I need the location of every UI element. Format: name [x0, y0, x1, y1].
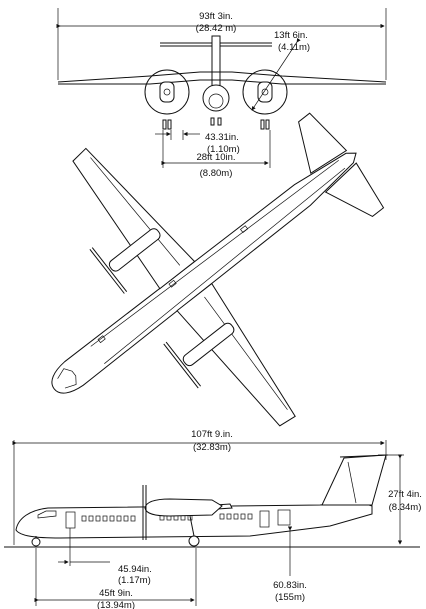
- wheelbase-ft-label: 45ft 9in.: [99, 588, 133, 599]
- side-cockpit-window: [37, 510, 57, 519]
- plan-h-tail-lower: [324, 162, 385, 217]
- side-nacelle: [144, 498, 223, 517]
- main-track-ft-label: 28ft 10in.: [196, 152, 235, 163]
- height-ft-label: 27ft 4in.: [388, 489, 422, 500]
- prop-diameter-ft-label: 13ft 6in.: [274, 30, 308, 41]
- inner-track-m-label: (1.10m): [207, 144, 240, 155]
- plan-wing-upper: [72, 147, 196, 290]
- front-nacelle-right: [257, 81, 273, 103]
- front-main-gear-right: [260, 119, 265, 130]
- inner-track-in-label: 43.31in.: [205, 132, 239, 143]
- nose-door-in-label: 45.94in.: [118, 564, 152, 575]
- front-view: 93ft 3in. (28.42 m) 13ft 6in. (4.11m): [56, 8, 387, 179]
- side-forward-door: [65, 511, 76, 529]
- front-prop-disk-left: [144, 69, 190, 115]
- front-nose-gear: [210, 117, 215, 126]
- side-cabin-windows: [81, 513, 253, 522]
- side-nose-wheel: [31, 537, 41, 547]
- nose-door-m-label: (1.17m): [118, 575, 151, 586]
- side-vertical-tail: [321, 454, 387, 506]
- prop-diameter-line: [251, 37, 301, 111]
- main-track-m-label: (8.80m): [200, 168, 233, 179]
- height-m-label: (8.34m): [389, 502, 422, 513]
- front-nacelle-left: [159, 81, 175, 103]
- plan-prop-upper: [91, 247, 128, 292]
- side-view: 107ft 9.in. (32.83m): [4, 429, 422, 609]
- plan-prop-lower: [165, 341, 201, 387]
- plan-nacelle-upper: [108, 228, 161, 272]
- ground-clearance-in-label: 60.83in.: [273, 580, 307, 591]
- plan-fuselage: [51, 152, 357, 394]
- side-main-wheel: [188, 535, 200, 547]
- wheelbase-m-label: (13.94m): [97, 600, 135, 609]
- plan-view: [51, 112, 385, 427]
- front-fuselage: [202, 84, 230, 112]
- length-ft-label: 107ft 9.in.: [191, 429, 233, 440]
- length-m-label: (32.83m): [193, 442, 231, 453]
- ground-clearance-m-label: (155m): [275, 592, 305, 603]
- span-ft-label: 93ft 3in.: [199, 11, 233, 22]
- side-cargo-door: [277, 509, 291, 526]
- front-wing-lower: [58, 79, 386, 85]
- side-rear-door: [259, 510, 270, 528]
- plan-h-tail-upper: [298, 112, 348, 174]
- front-main-gear-left: [162, 119, 167, 130]
- front-vertical-fin: [211, 35, 221, 93]
- side-fuselage: [15, 501, 373, 539]
- plan-cockpit: [57, 368, 77, 389]
- prop-diameter-m-label: (4.11m): [278, 42, 310, 53]
- plan-nacelle-lower: [182, 322, 235, 367]
- span-m-label: (28.42 m): [196, 23, 237, 34]
- plan-wing-lower: [176, 282, 296, 427]
